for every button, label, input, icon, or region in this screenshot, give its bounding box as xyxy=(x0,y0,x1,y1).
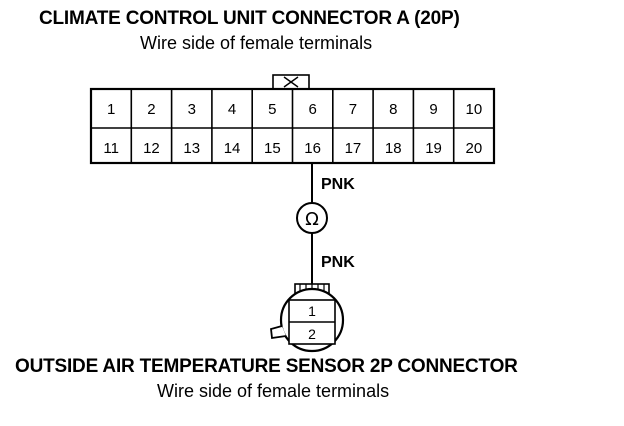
connector-a-pin-19: 19 xyxy=(425,140,442,157)
sensor-pin-1: 1 xyxy=(308,303,316,319)
connector-a-title: CLIMATE CONTROL UNIT CONNECTOR A (20P) xyxy=(39,8,460,29)
connector-a-pin-1: 1 xyxy=(107,101,115,118)
connector-a-subtitle: Wire side of female terminals xyxy=(140,33,373,53)
connector-a-pin-15: 15 xyxy=(264,140,281,157)
wire-lower-color-label: PNK xyxy=(321,254,355,271)
connector-a-pin-10: 10 xyxy=(466,101,483,118)
connector-a-pin-17: 17 xyxy=(345,140,362,157)
connector-a-pin-13: 13 xyxy=(183,140,200,157)
connector-a-pin-4: 4 xyxy=(228,101,236,118)
connector-a-pin-7: 7 xyxy=(349,101,357,118)
sensor-connector-title: OUTSIDE AIR TEMPERATURE SENSOR 2P CONNEC… xyxy=(15,356,518,377)
connector-a-pin-2: 2 xyxy=(147,101,155,118)
sensor-pin-2: 2 xyxy=(308,326,316,342)
connector-a-cell-dividers xyxy=(130,89,455,163)
connector-a-pin-6: 6 xyxy=(308,101,316,118)
connector-a-pin-12: 12 xyxy=(143,140,160,157)
connector-a-pin-5: 5 xyxy=(268,101,276,118)
ohm-icon: Ω xyxy=(305,209,319,230)
connector-a-pin-9: 9 xyxy=(429,101,437,118)
connector-a-pin-11: 11 xyxy=(103,140,119,157)
sensor-connector: 1 2 xyxy=(270,283,345,353)
connector-a-lock-tab xyxy=(272,74,310,90)
sensor-connector-subtitle: Wire side of female terminals xyxy=(157,381,390,401)
connector-a-pin-3: 3 xyxy=(188,101,196,118)
connector-a-row-2: 11 12 13 14 15 16 17 18 19 20 xyxy=(103,140,482,157)
connector-a-pin-8: 8 xyxy=(389,101,397,118)
ohmmeter-symbol: Ω xyxy=(296,202,328,234)
connector-a-pin-14: 14 xyxy=(224,140,241,157)
connector-a-pin-16: 16 xyxy=(304,140,321,157)
connector-a-pin-18: 18 xyxy=(385,140,402,157)
wire-upper-color-label: PNK xyxy=(321,176,355,193)
connector-a-row-1: 1 2 3 4 5 6 7 8 9 10 xyxy=(107,101,482,118)
connector-a-pin-20: 20 xyxy=(466,140,483,157)
